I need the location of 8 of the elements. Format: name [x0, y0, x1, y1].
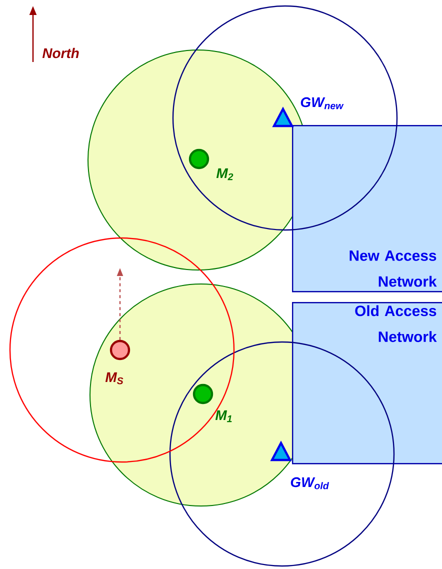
network-box: Old Access Network — [292, 302, 442, 464]
mobile-node-label: M$_{2}$ — [216, 168, 234, 180]
gateway-label: GW$_{new}$ — [300, 97, 344, 110]
north-label: North — [42, 48, 79, 58]
gateway-label: GW$_{old}$ — [290, 477, 330, 490]
mobile-node-label: M$_{1}$ — [215, 410, 232, 422]
mobile-node-label: M$_{S}$ — [105, 372, 124, 384]
network-box: New Access Network — [292, 125, 442, 292]
